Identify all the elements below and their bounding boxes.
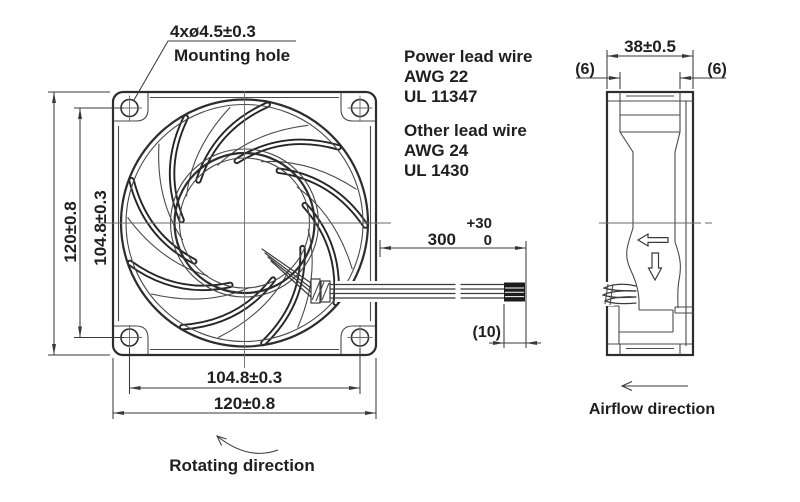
- dim-lines-depth: [606, 50, 694, 89]
- dim-lines-bottom-holes: [128, 348, 361, 394]
- dim-bottom-outer-text: 120±0.8: [214, 394, 275, 413]
- wire-length-dimensions: 300 +30 0 (10): [379, 215, 541, 348]
- rotating-direction-arrow: [216, 435, 279, 454]
- side-hub-block: [620, 114, 680, 133]
- power-lead-gauge: AWG 22: [404, 67, 468, 86]
- airflow-emboss-arrow-icon: [636, 232, 669, 248]
- wire-length-tol-upper: +30: [467, 215, 492, 232]
- dim-lines-left-outer: [48, 91, 110, 356]
- rotation-emboss-arrow-icon: [647, 252, 663, 282]
- lead-wires: [261, 248, 525, 304]
- side-wire-bundle: [601, 282, 637, 306]
- lead-wire-notes: Power lead wire AWG 22 UL 11347 Other le…: [404, 47, 533, 180]
- airflow-arrowhead-icon: [620, 381, 633, 391]
- corner-pad: [114, 325, 149, 354]
- mounting-hole-spec-text: 4xø4.5±0.3: [170, 22, 256, 41]
- rotating-arrowhead-icon: [216, 435, 227, 446]
- dim-depth-text: 38±0.5: [624, 37, 676, 56]
- fan-blade-trailing-edges: [127, 106, 357, 338]
- dim-lines-left-holes: [74, 107, 124, 339]
- mounting-hole: [347, 95, 373, 121]
- front-view-dimensions: 120±0.8 104.8±0.3 104.8±0.3 120±0.8 4xø4…: [48, 22, 377, 475]
- corner-pad: [114, 93, 149, 122]
- mounting-hole-label-text: Mounting hole: [174, 46, 290, 65]
- dim-flange-right-text: (6): [707, 61, 727, 78]
- side-view: [599, 90, 712, 357]
- dim-lines-flange: [576, 72, 726, 89]
- other-lead-title: Other lead wire: [404, 121, 527, 140]
- wire-length-text: 300: [428, 230, 456, 249]
- rotating-direction-text: Rotating direction: [169, 456, 314, 475]
- side-frame: [605, 90, 695, 357]
- dim-flange-left-text: (6): [575, 61, 595, 78]
- side-view-dimensions: 38±0.5 (6) (6) Airflow direction: [575, 37, 727, 418]
- wire-clamp: [320, 280, 331, 303]
- dim-lines-bottom-outer: [112, 358, 377, 419]
- airflow-direction-text: Airflow direction: [589, 401, 715, 418]
- mounting-hole-leader: [133, 40, 296, 101]
- mounting-holes: [117, 95, 373, 350]
- power-lead-ul: UL 11347: [404, 87, 477, 106]
- corner-pad: [340, 93, 375, 122]
- fan-blades: [126, 101, 369, 347]
- mounting-hole: [347, 325, 373, 350]
- other-lead-gauge: AWG 24: [404, 141, 469, 160]
- dim-bottom-holes-text: 104.8±0.3: [207, 368, 283, 387]
- dim-left-outer-text: 120±0.8: [61, 201, 80, 262]
- strip-length-text: (10): [473, 324, 501, 341]
- wire-length-tol-lower: 0: [484, 232, 492, 249]
- dim-left-holes-text: 104.8±0.3: [91, 190, 110, 266]
- corner-pad: [340, 325, 375, 354]
- power-lead-title: Power lead wire: [404, 47, 533, 66]
- other-lead-ul: UL 1430: [404, 161, 469, 180]
- dim-lines-wire-length: [379, 240, 527, 348]
- front-view: [99, 90, 525, 368]
